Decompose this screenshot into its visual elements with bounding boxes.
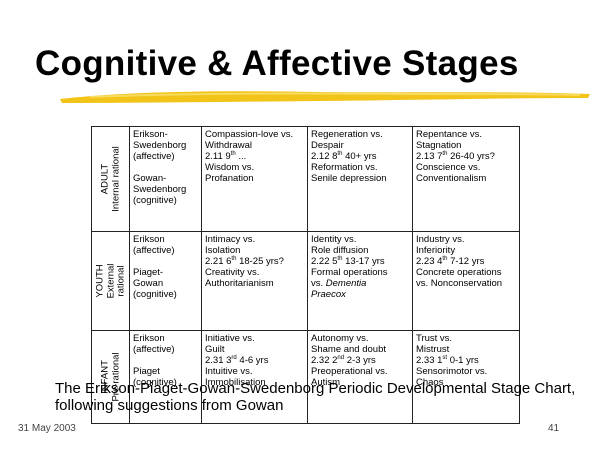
stage-label-youth: YOUTH External rational (91, 230, 130, 331)
table-row-adult: ADULT Internal rational Erikson- Swedenb… (91, 126, 520, 232)
theory-cell: Erikson- Swedenborg (affective) Gowan- S… (129, 126, 202, 232)
title-underline-brush (60, 91, 590, 103)
stage-cell: Repentance vs. Stagnation 2.13 7th 26-40… (412, 126, 520, 232)
theory-cell: Erikson (affective) Piaget- Gowan (cogni… (129, 230, 202, 331)
stage-cell: Regeneration vs. Despair 2.12 8th 40+ yr… (307, 126, 413, 232)
stage-cell: Compassion-love vs. Withdrawal 2.11 9th … (201, 126, 308, 232)
stage-cell: Identity vs. Role diffusion 2.22 5th 13-… (307, 230, 413, 331)
stage-chart-table: ADULT Internal rational Erikson- Swedenb… (91, 126, 520, 425)
table-row-infant: INFANT Pre-rational Erikson (affective) … (91, 329, 520, 425)
stage-label-infant: INFANT Pre-rational (91, 329, 130, 425)
slide-caption: The Erikson-Piaget-Gowan-Swedenborg Peri… (55, 380, 576, 414)
theory-cell: Erikson (affective) Piaget (cognitive) (129, 329, 202, 425)
stage-label-adult: ADULT Internal rational (91, 126, 130, 232)
table-row-youth: YOUTH External rational Erikson (affecti… (91, 230, 520, 331)
stage-cell: Autonomy vs. Shame and doubt 2.32 2nd 2-… (307, 329, 413, 425)
stage-cell: Intimacy vs. Isolation 2.21 6th 18-25 yr… (201, 230, 308, 331)
stage-cell: Industry vs. Inferiority 2.23 4th 7-12 y… (412, 230, 520, 331)
brush-stroke-highlight (89, 92, 581, 98)
slide-date: 31 May 2003 (18, 423, 76, 434)
slide-page-number: 41 (548, 423, 560, 434)
slide-title: Cognitive & Affective Stages (35, 44, 519, 83)
stage-cell: Trust vs. Mistrust 2.33 1st 0-1 yrs Sens… (412, 329, 520, 425)
